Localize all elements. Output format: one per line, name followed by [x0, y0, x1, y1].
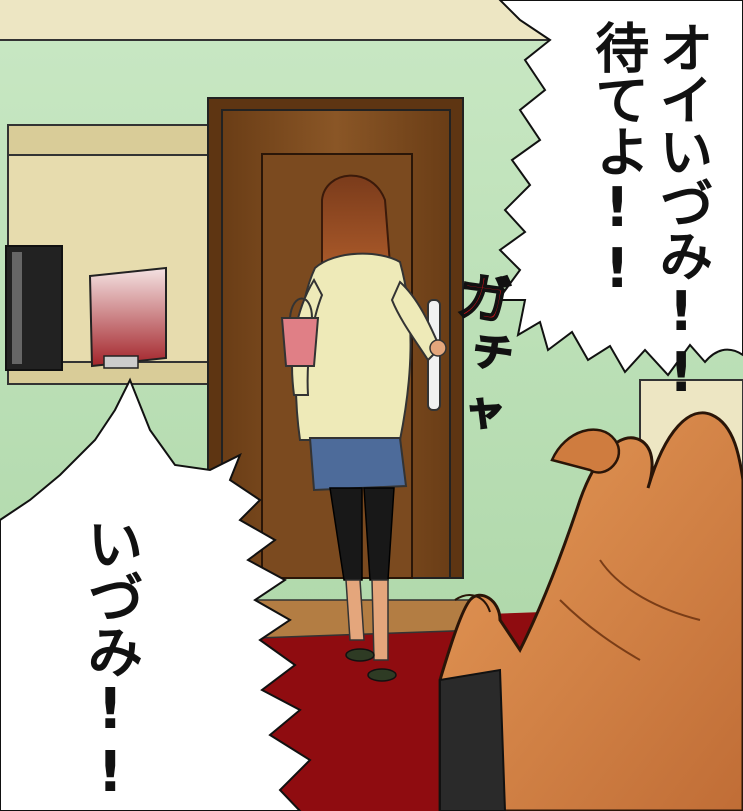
reaching-hand — [438, 411, 743, 811]
speech-line-izumi: いづみ!! — [77, 515, 143, 803]
photo-frame — [88, 266, 167, 368]
speech-line-oi-izumi: オイいづみ!! — [649, 20, 713, 402]
speech-line-matte-yo: 待てよ!! — [585, 20, 649, 298]
handbag — [280, 317, 320, 367]
wall-shelf — [5, 124, 209, 385]
speech-bubble-left — [0, 377, 312, 811]
speech-bubble-right — [496, 0, 743, 377]
woman-figure — [280, 174, 447, 682]
